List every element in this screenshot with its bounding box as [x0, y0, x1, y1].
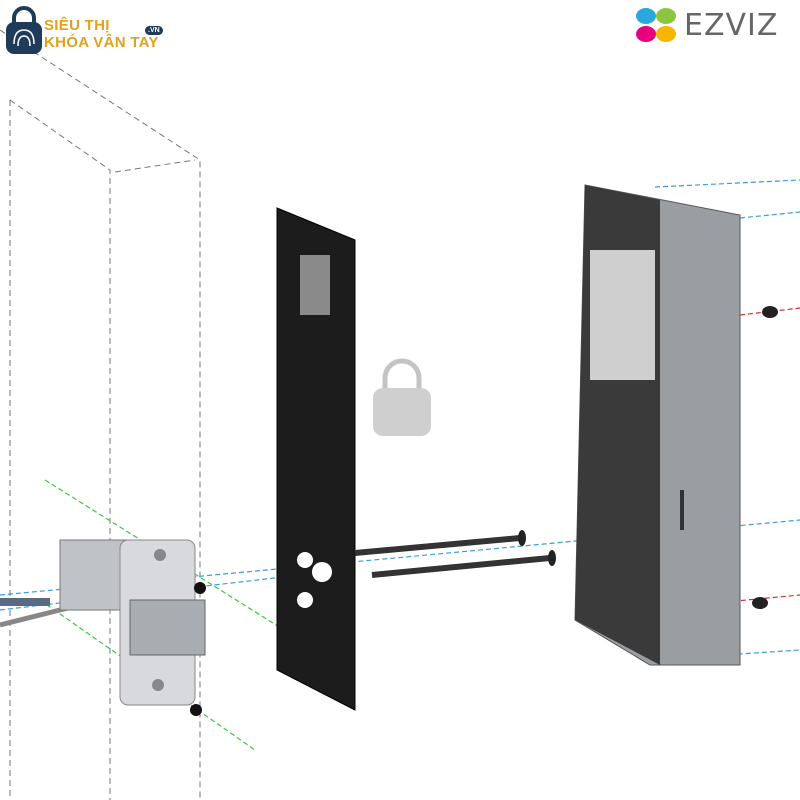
latch-bolt [59, 539, 206, 706]
long-screws [354, 535, 551, 578]
watermark-suffix: .VN [145, 26, 163, 35]
screw [762, 306, 778, 318]
screw-head [518, 530, 526, 546]
ezviz-wordmark: EZVIZ [684, 8, 779, 43]
watermark-line1: SIÊU THỊ [44, 17, 110, 34]
screw [752, 597, 768, 609]
screw [194, 582, 206, 594]
lock-body [574, 184, 741, 666]
ezviz-logo: EZVIZ [632, 4, 800, 46]
ezviz-petal-icon [636, 8, 676, 42]
screw-head [548, 550, 556, 566]
fingerprint-lock-watermark-icon [373, 358, 431, 436]
fingerprint-lock-icon [6, 6, 42, 54]
watermark-line2: KHÓA VÂN TAY [44, 34, 159, 51]
mounting-plate [276, 207, 356, 711]
ribbon-cable [0, 598, 50, 606]
screw [190, 704, 202, 716]
